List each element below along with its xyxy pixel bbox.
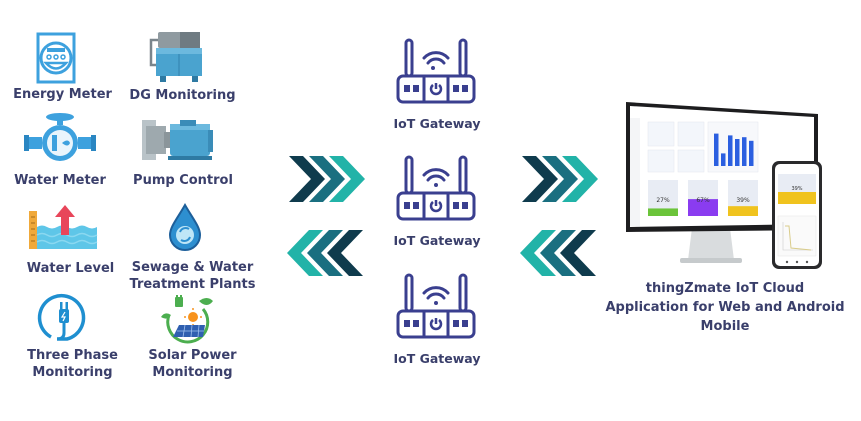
pump-icon bbox=[140, 118, 215, 170]
dashboard-bar bbox=[728, 135, 733, 166]
arrows-devices-to-gateway bbox=[287, 154, 367, 208]
cloud-label-line3: Mobile bbox=[700, 319, 750, 334]
cloud-app-label: thingZmate IoT Cloud Application for Web… bbox=[590, 279, 860, 336]
dashboard-bar bbox=[735, 139, 740, 166]
cloud-label-line1: thingZmate IoT Cloud bbox=[645, 281, 805, 296]
device-label-solar-power: Solar Power Monitoring bbox=[135, 347, 250, 381]
mobile-gauge-fill bbox=[778, 192, 816, 204]
triple-chevron-right-icon bbox=[289, 156, 365, 202]
device-label-three-phase-line1: Three Phase bbox=[27, 348, 118, 363]
dashboard-bar bbox=[749, 140, 754, 166]
device-label-pump-control: Pump Control bbox=[133, 173, 233, 188]
dashboard-gauge-value: 67% bbox=[696, 197, 710, 204]
generator-icon bbox=[146, 30, 206, 89]
device-label-dg-monitoring: DG Monitoring bbox=[129, 88, 236, 103]
dashboard-gauge: 27% bbox=[648, 180, 678, 216]
arrows-gateway-to-devices bbox=[285, 228, 365, 282]
energy-meter-icon bbox=[36, 32, 76, 88]
dashboard-gauge: 39% bbox=[728, 180, 758, 216]
device-label-sewage: Sewage & Water Treatment Plants bbox=[125, 259, 260, 293]
dashboard-gauge: 67% bbox=[688, 180, 718, 216]
dashboard-gauge-value: 39% bbox=[736, 197, 750, 204]
dashboard-phone-illustration: 39% bbox=[771, 160, 823, 274]
dashboard-bar bbox=[742, 137, 747, 166]
water-level-icon bbox=[27, 203, 101, 255]
arrows-gateway-to-cloud bbox=[520, 154, 600, 208]
device-label-water-level: Water Level bbox=[26, 261, 115, 276]
dashboard-bar bbox=[721, 153, 726, 166]
solar-power-icon bbox=[159, 293, 215, 349]
power-plug-icon bbox=[37, 293, 91, 347]
cloud-label-line2: Application for Web and Android bbox=[605, 300, 845, 315]
device-label-three-phase: Three Phase Monitoring bbox=[15, 347, 130, 381]
gateway-label-3: IoT Gateway bbox=[393, 351, 481, 366]
mobile-gauge-value: 39% bbox=[791, 186, 802, 192]
device-label-sewage-line2: Treatment Plants bbox=[129, 277, 256, 292]
device-label-solar-line1: Solar Power bbox=[148, 348, 237, 363]
router-icon bbox=[396, 155, 476, 229]
water-meter-icon bbox=[24, 113, 96, 169]
arrows-cloud-to-gateway bbox=[518, 228, 598, 282]
gateway-label-2: IoT Gateway bbox=[393, 233, 481, 248]
device-label-solar-line2: Monitoring bbox=[152, 365, 233, 380]
triple-chevron-left-icon bbox=[287, 230, 363, 276]
triple-chevron-right-icon bbox=[522, 156, 598, 202]
dashboard-monitor-illustration: 27% 67% 39% bbox=[622, 100, 832, 274]
device-label-sewage-line1: Sewage & Water bbox=[131, 260, 254, 275]
triple-chevron-left-icon bbox=[520, 230, 596, 276]
device-label-three-phase-line2: Monitoring bbox=[32, 365, 113, 380]
router-icon bbox=[396, 38, 476, 112]
water-drop-recycle-icon bbox=[167, 202, 203, 255]
device-label-water-meter: Water Meter bbox=[14, 173, 106, 188]
dashboard-gauge-value: 27% bbox=[656, 197, 670, 204]
gateway-label-1: IoT Gateway bbox=[393, 116, 481, 131]
router-icon bbox=[396, 273, 476, 347]
device-label-energy-meter: Energy Meter bbox=[13, 87, 112, 102]
dashboard-bar bbox=[714, 133, 719, 166]
